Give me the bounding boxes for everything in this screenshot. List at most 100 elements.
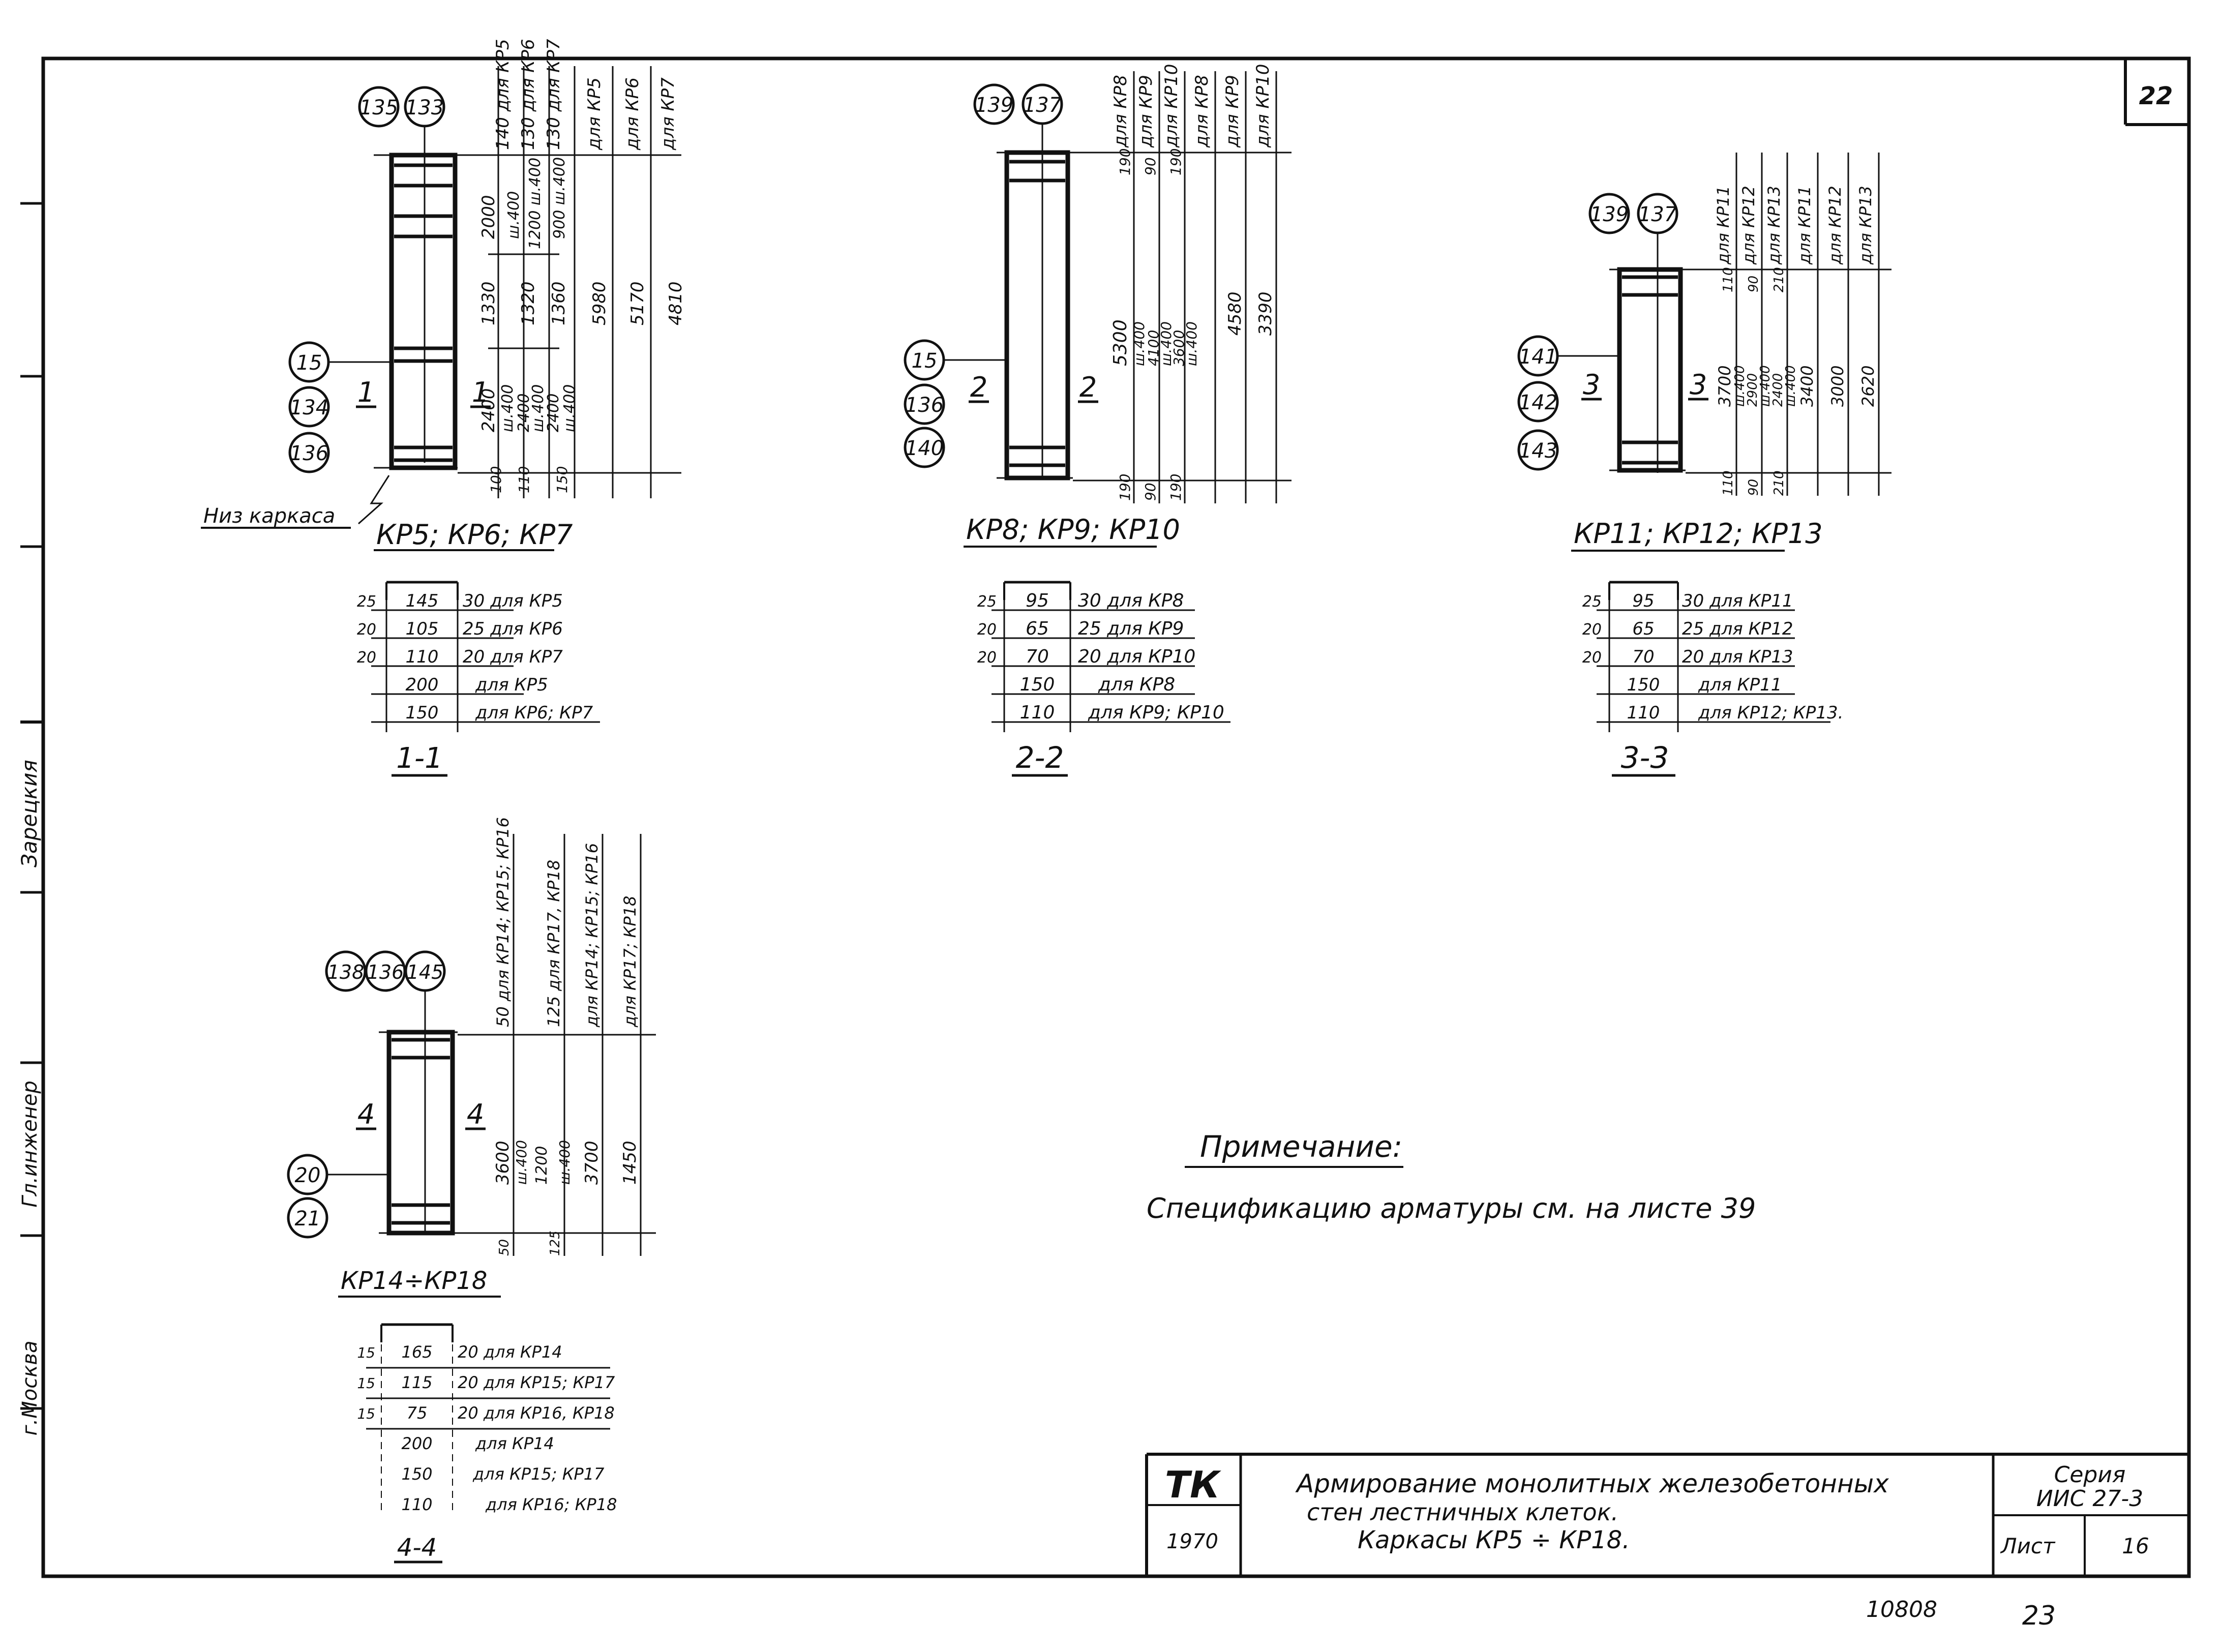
note-block: Примечание: Спецификацию арматуры см. на… [1147,1129,1756,1224]
tag-142: 142 [1519,391,1557,414]
dim-label: 130 для КР7 [544,39,564,150]
section-width: 150 [406,703,439,723]
dim-label: 130 для КР6 [518,39,538,150]
dim-value: 5980 [589,281,610,325]
dim-value: ш.400 [561,384,579,432]
section-rest: для КР6; КР7 [475,703,593,723]
section-rest: 20 для КР16, КР18 [458,1403,615,1423]
tag-137: 137 [1023,94,1062,117]
series-label: Серия [2054,1462,2126,1488]
section-rest: 20 для КР15; КР17 [458,1373,615,1392]
section-width: 165 [401,1342,432,1362]
section-width: 95 [1026,590,1049,611]
tag-136: 136 [367,961,404,983]
sheet-frame [41,56,2191,1578]
sheet-label: Лист [2000,1534,2056,1558]
section-rest: 30 для КР5 [463,591,563,611]
dim-value: 1200 ш.400 [526,158,544,249]
dim-value: ш.400 [1131,321,1148,366]
tag-137: 137 [1638,203,1677,226]
dim-value: ш.400 [556,1140,573,1185]
dim-label: для КР6 [622,77,643,151]
section-edge: 20 [1582,649,1602,667]
dim-value: 3700 [582,1140,602,1185]
dim-label: для КР9 [1222,75,1243,148]
dim-value: ш.400 [1732,365,1748,407]
section-width: 145 [406,591,439,611]
inventory-number: 10808 [1866,1597,1937,1623]
section-2-2: 25 95 30 для КР8 20 65 25 для КР9 20 70 … [977,581,1230,777]
dim-value: 1320 [518,281,538,325]
section-edge: 15 [357,1375,375,1392]
dim-label: для КР17; КР18 [620,896,640,1028]
frame-kp8-kp10: 139 137 15 136 140 2 2 для КР8 для КР9 д… [904,64,1292,548]
corner-number-text: 22 [2139,82,2173,110]
page-number: 23 [2022,1601,2056,1631]
frame-caption: КР8; КР9; КР10 [966,514,1180,546]
frame-kp11-kp13: 139 137 141 142 143 3 3 для КР11 для КР1… [1517,153,1891,552]
dim-value: 3000 [1828,366,1847,407]
cut-mark: 1 [357,376,375,408]
tag-140: 140 [905,437,944,460]
dim-label: для КР11 [1795,186,1814,265]
dim-label: для КР12 [1825,186,1845,265]
section-rest: для КР12; КР13. [1698,703,1843,723]
series-value: ИИС 27-3 [2036,1486,2143,1512]
bottom-note: Низ каркаса [203,504,335,528]
tag-139: 139 [1590,203,1629,226]
section-label: 3-3 [1621,740,1669,775]
dim-label: для КР7 [658,77,678,151]
dim-value: ш.400 [529,384,547,432]
section-rest: 30 для КР11 [1682,591,1793,611]
section-rest: 20 для КР13 [1682,647,1793,667]
section-1-1: 25 145 30 для КР5 20 105 25 для КР6 20 1… [357,581,600,777]
year: 1970 [1166,1530,1218,1553]
dim-label: для КР11 [1714,186,1733,265]
cut-mark: 2 [970,371,987,403]
frame-kp5-kp7: 135 133 15 134 136 1 1 [201,39,686,551]
title-line-2: стен лестничных клеток. [1307,1498,1618,1526]
dim-value: 90 [1142,483,1159,501]
dim-label: для КР14; КР15; КР16 [582,843,602,1028]
dim-label: 50 для КР14; КР15; КР16 [493,817,513,1027]
section-edge: 25 [357,593,376,611]
tag-135: 135 [359,96,398,119]
dim-value: 100 [488,466,504,493]
dim-label: для КР8 [1110,75,1131,148]
dim-value: 190 [1117,474,1133,501]
cut-mark-right: 2 [1079,371,1097,403]
section-3-3: 25 95 30 для КР11 20 65 25 для КР12 20 7… [1582,581,1843,777]
dim-label: для КР13 [1764,186,1784,265]
dim-value: 900 ш.400 [551,157,568,239]
dim-value: 4580 [1225,291,1245,336]
left-margin: Зарецкия Гл.инженер г.Москва [17,202,43,1435]
dim-value: 125 [548,1230,563,1256]
section-width: 65 [1026,618,1049,639]
tag-141: 141 [1519,345,1557,369]
dim-value: ш.400 [1158,321,1175,366]
tag-15: 15 [296,351,322,375]
dim-value: 2620 [1858,366,1878,407]
section-edge: 20 [1582,621,1602,639]
section-edge: 15 [357,1405,375,1422]
section-width: 110 [1627,703,1660,723]
dim-label: для КР8 [1192,75,1212,148]
dim-label: для КР10 [1253,64,1273,148]
section-rest: для КР9; КР10 [1088,702,1224,723]
dim-value: 110 [1721,470,1736,496]
dim-value: ш.400 [499,384,517,432]
section-4-4: 15 165 20 для КР14 15 115 20 для КР15; К… [357,1323,617,1564]
dim-label: для КР10 [1161,64,1182,148]
title-line-3: Каркасы КР5 ÷ КР18. [1358,1526,1630,1554]
tag-145: 145 [407,961,444,983]
title-block: ТК 1970 Армирование монолитных железобет… [1145,1453,2189,1576]
section-width: 110 [1020,702,1055,723]
section-width: 105 [406,619,439,639]
dim-value: ш.400 [513,1140,530,1185]
org-code: ТК [1165,1463,1221,1506]
dim-value: ш.400 [1758,365,1773,407]
note-text: Спецификацию арматуры см. на листе 39 [1147,1192,1756,1224]
dim-value: 1360 [549,281,569,325]
section-edge: 20 [977,649,997,667]
